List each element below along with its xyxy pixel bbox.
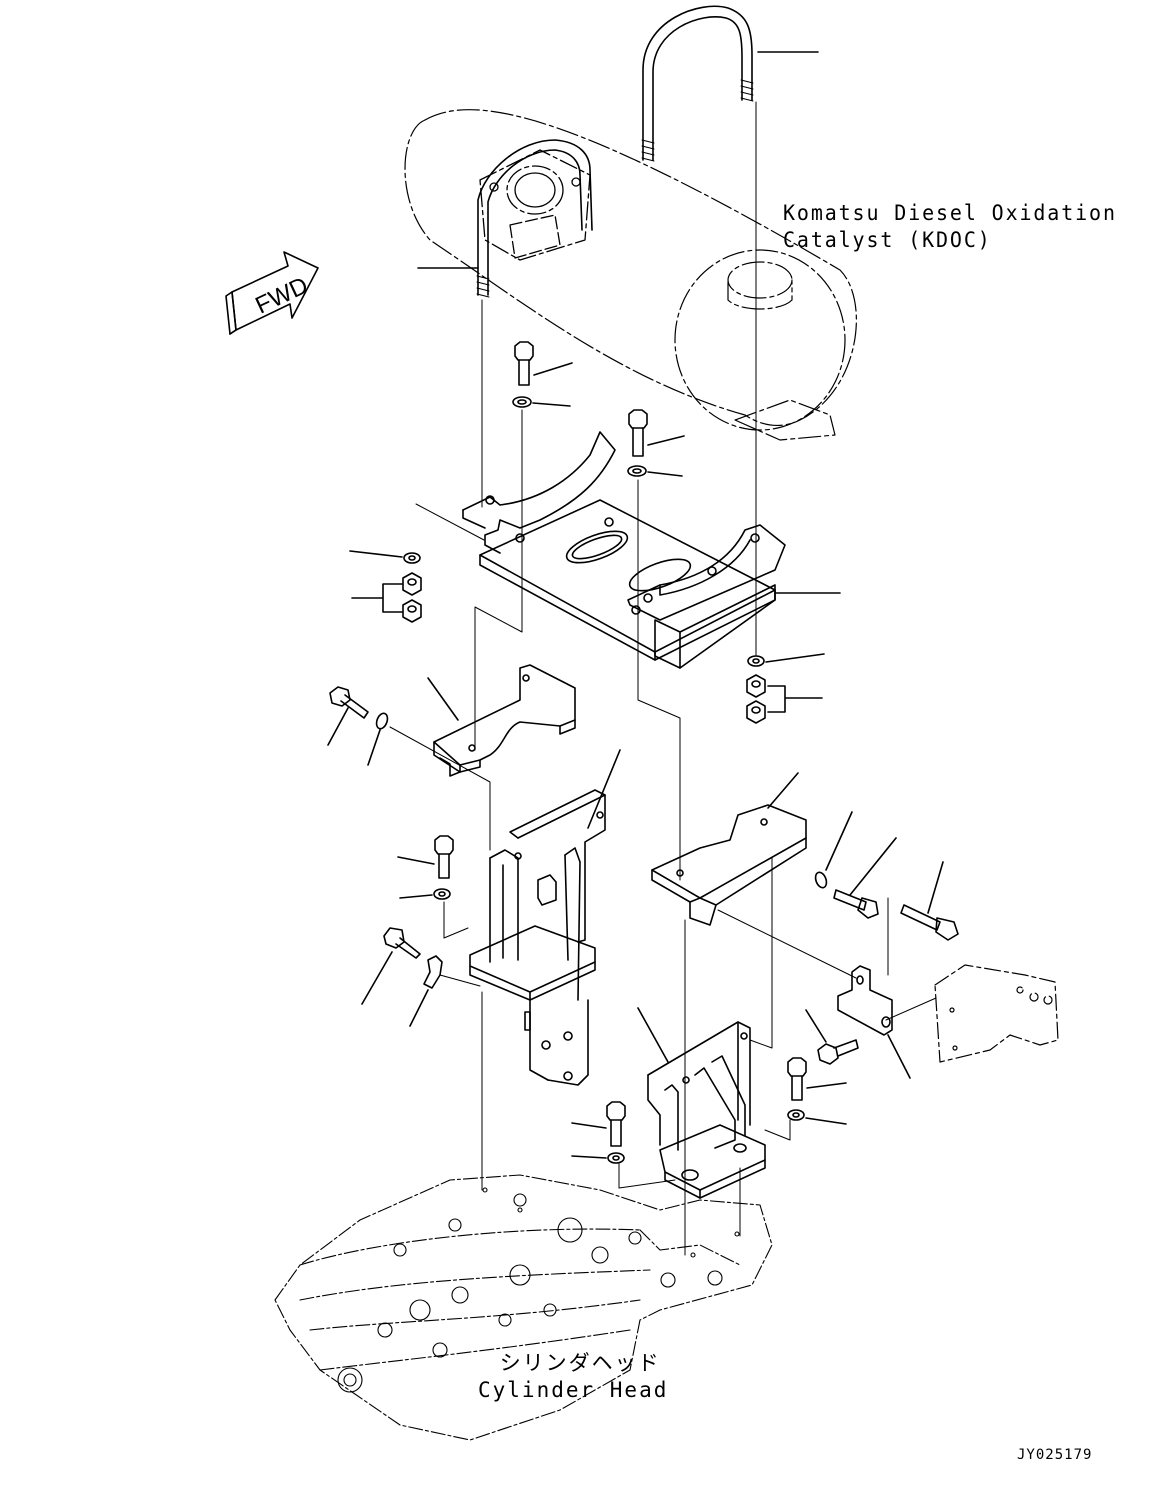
figure-number: JY025179 (1017, 1447, 1093, 1463)
nuts-right (746, 674, 823, 724)
bolt-rear-3 (571, 1101, 626, 1147)
fwd-arrow-icon: FWD (225, 251, 319, 335)
cylinder-head-label-en: Cylinder Head (478, 1378, 669, 1402)
catalyst-body (404, 109, 857, 441)
cylinder-head-label: シリンダヘッド Cylinder Head (478, 1350, 668, 1404)
catalyst-bracket (462, 431, 841, 669)
washer-right (747, 653, 825, 667)
bolt-upper-center (628, 409, 685, 457)
catalyst-label-line1: Komatsu Diesel Oxidation (783, 201, 1117, 225)
bolt-front-1 (397, 835, 454, 879)
washer-rear-3 (571, 1152, 625, 1164)
front-mount-bracket (469, 749, 621, 1086)
washer-left (349, 550, 421, 564)
cylinder-head-label-jp: シリンダヘッド (499, 1351, 661, 1375)
rear-mount-bracket (637, 1007, 766, 1199)
washer-upper-center (627, 465, 683, 477)
bolt-upper-left (514, 341, 573, 386)
u-bolt-top (641, 5, 819, 162)
nuts-left (351, 572, 422, 623)
bolt-left-mid (327, 686, 369, 746)
bolt-rear-2 (787, 1057, 847, 1101)
u-bolt-front (417, 139, 593, 298)
catalyst-label-line2: Catalyst (KDOC) (783, 228, 992, 252)
catalyst-label: Komatsu Diesel Oxidation Catalyst (KDOC) (783, 200, 1117, 254)
cylinder-head-ports (337, 1187, 740, 1393)
alignment-lines (389, 101, 937, 1256)
bolt-right-mid-2 (900, 861, 959, 941)
clamp-bracket (837, 965, 911, 1079)
washer-left-mid (367, 712, 389, 766)
bolt-front-2 (361, 927, 421, 1005)
washer-front-1 (399, 888, 451, 900)
spacer-plate-right (651, 772, 807, 926)
washer-right-mid (814, 811, 853, 889)
bolt-rear-1 (805, 1009, 859, 1065)
washer-rear-2 (787, 1109, 847, 1125)
catalyst-inlet-flange (479, 149, 591, 261)
spacer-plate-left (427, 664, 576, 777)
cylinder-head (274, 1174, 773, 1441)
engine-side-plate (934, 964, 1059, 1063)
bolt-right-mid-1 (833, 837, 897, 919)
washer-upper-left (512, 396, 571, 408)
clip-front (409, 955, 443, 1027)
